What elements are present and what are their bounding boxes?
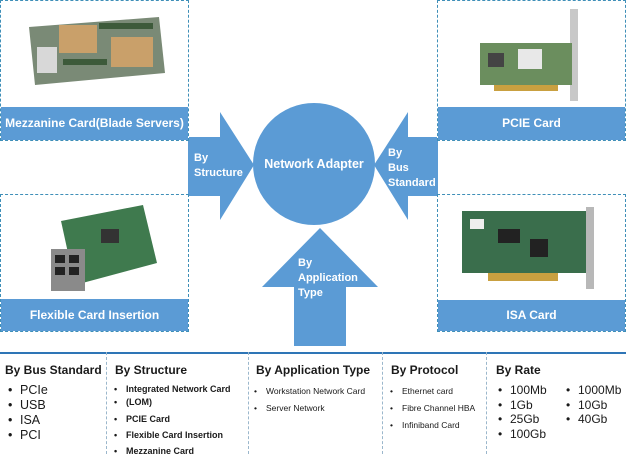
application-type-arrow — [262, 228, 378, 346]
list-item: Ethernet card — [390, 383, 475, 400]
flexible-card-image — [51, 205, 157, 291]
list-item: 25Gb — [498, 412, 547, 427]
column-divider — [382, 352, 384, 454]
list-item: 10Gb — [566, 398, 621, 413]
list-item: PCIE Card — [114, 413, 231, 426]
center-label: Network Adapter — [264, 157, 364, 171]
pcie-card-image — [480, 9, 578, 101]
list-item: Fibre Channel HBA — [390, 400, 475, 417]
mezzanine-card-caption: Mezzanine Card(Blade Servers) — [1, 107, 188, 140]
bus-standard-arrow — [374, 112, 438, 220]
isa-card-image — [462, 207, 594, 289]
network-adapter-circle — [253, 103, 375, 225]
classification-table: By Bus Standard PCIe USB ISA PCI By Stru… — [0, 352, 640, 459]
list-item: 1Gb — [498, 398, 547, 413]
bus-standard-list: PCIe USB ISA PCI — [8, 383, 48, 443]
application-type-column: By Application Type Workstation Network … — [250, 352, 382, 459]
list-item: Infiniband Card — [390, 417, 475, 434]
column-divider — [486, 352, 488, 454]
protocol-column: By Protocol Ethernet card Fibre Channel … — [384, 352, 486, 459]
list-item: 100Mb — [498, 383, 547, 398]
list-item: PCI — [8, 428, 48, 443]
list-item: Flexible Card Insertion — [114, 429, 231, 442]
rate-list-right: 1000Mb 10Gb 40Gb — [566, 383, 621, 427]
application-type-title: By Application Type — [256, 363, 371, 377]
structure-title: By Structure — [115, 363, 188, 377]
rate-list-left: 100Mb 1Gb 25Gb 100Gb — [498, 383, 547, 441]
list-item: Server Network — [254, 400, 365, 417]
list-item: ISA — [8, 413, 48, 428]
rate-column: By Rate 100Mb 1Gb 25Gb 100Gb 1000Mb 10Gb… — [488, 352, 628, 459]
isa-card-caption: ISA Card — [438, 300, 625, 331]
list-item: 100Gb — [498, 427, 547, 442]
bus-standard-column: By Bus Standard PCIe USB ISA PCI — [0, 352, 106, 459]
table-top-rule — [0, 352, 626, 354]
mezzanine-card-panel: Mezzanine Card(Blade Servers) — [0, 0, 189, 141]
protocol-list: Ethernet card Fibre Channel HBA Infiniba… — [390, 383, 475, 434]
pcie-card-caption: PCIE Card — [438, 107, 625, 140]
list-item-continued: (LOM) — [114, 396, 231, 409]
list-item: Integrated Network Card — [114, 383, 231, 396]
column-divider — [106, 352, 108, 454]
list-item: USB — [8, 398, 48, 413]
application-type-list: Workstation Network Card Server Network — [254, 383, 365, 417]
list-item: Mezzanine Card — [114, 445, 231, 458]
structure-list: Integrated Network Card (LOM) PCIE Card … — [114, 383, 231, 458]
pcie-card-panel: PCIE Card — [437, 0, 626, 141]
structure-column: By Structure Integrated Network Card (LO… — [108, 352, 248, 459]
list-item: 1000Mb — [566, 383, 621, 398]
flexible-card-panel: Flexible Card Insertion — [0, 194, 189, 332]
list-item: Workstation Network Card — [254, 383, 365, 400]
diagram-canvas — [188, 103, 438, 346]
bus-standard-title: By Bus Standard — [5, 363, 102, 377]
structure-arrow — [188, 112, 254, 220]
mezzanine-card-image — [29, 17, 165, 85]
flexible-card-caption: Flexible Card Insertion — [1, 299, 188, 331]
column-divider — [248, 352, 250, 454]
protocol-title: By Protocol — [391, 363, 459, 377]
isa-card-panel: ISA Card — [437, 194, 626, 332]
list-item: PCIe — [8, 383, 48, 398]
list-item: 40Gb — [566, 412, 621, 427]
rate-title: By Rate — [496, 363, 541, 377]
